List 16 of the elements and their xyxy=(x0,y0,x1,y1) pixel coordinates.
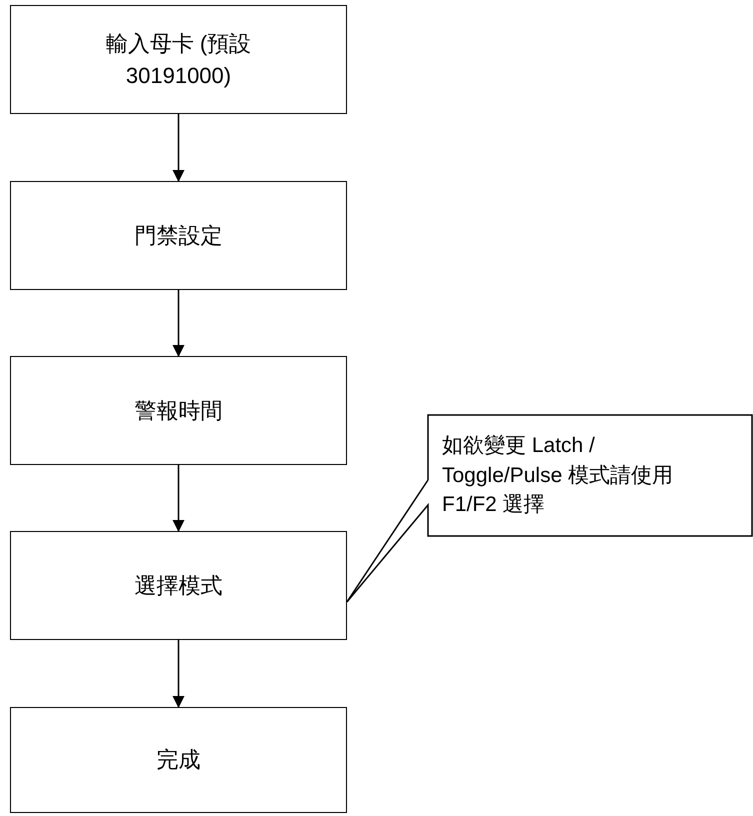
process-box xyxy=(10,181,347,290)
arrow xyxy=(172,290,184,357)
node-text: 選擇模式 xyxy=(134,572,222,600)
process-box xyxy=(10,531,347,640)
process-box xyxy=(10,5,347,114)
node-text: 如欲變更 Latch / Toggle/Pulse 模式請使用 F1/F2 選擇 xyxy=(442,433,674,518)
node-text: 警報時間 xyxy=(134,396,222,425)
node-text: 完成 xyxy=(156,746,200,774)
process-box xyxy=(10,356,347,465)
arrow xyxy=(172,640,184,708)
process-box xyxy=(10,707,347,813)
node-text: 輸入母卡 (預設 30191000) xyxy=(104,30,252,90)
arrow xyxy=(172,465,184,532)
callout-tail xyxy=(346,480,429,602)
arrow xyxy=(172,114,184,182)
node-text: 門禁設定 xyxy=(134,222,222,250)
